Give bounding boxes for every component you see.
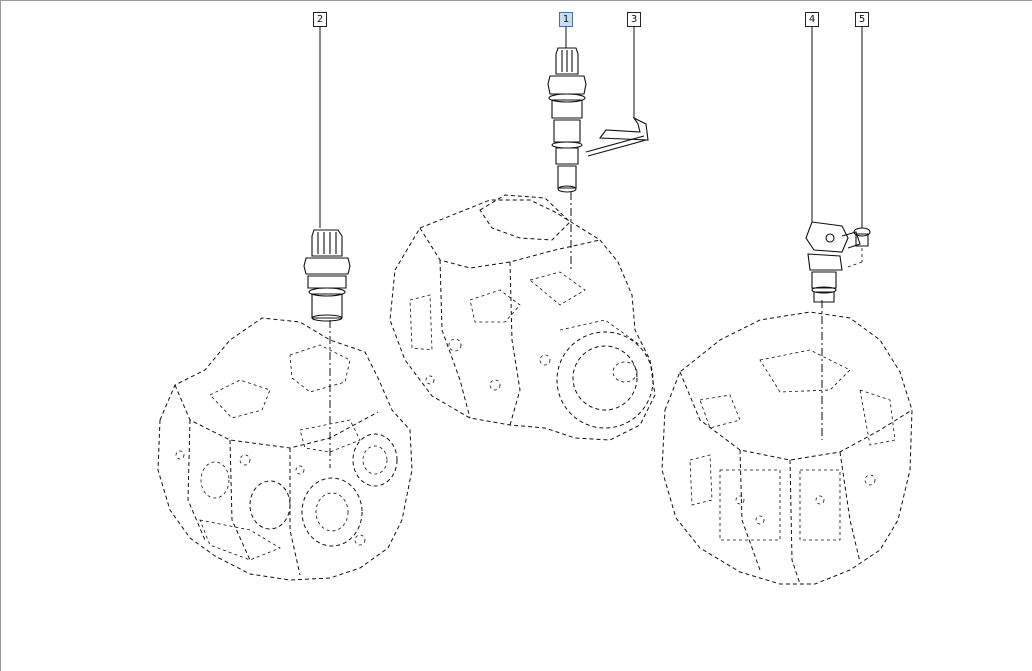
sensor-4 (805, 221, 861, 303)
sensor-1 (547, 47, 587, 193)
right-gearbox (661, 300, 913, 585)
left-gearbox (157, 317, 413, 581)
clip-3 (585, 116, 649, 157)
callout-4[interactable]: 4 (805, 12, 819, 27)
center-gearbox (389, 192, 656, 441)
callout-5[interactable]: 5 (855, 12, 869, 27)
bolt-5 (844, 227, 871, 269)
callout-3[interactable]: 3 (627, 12, 641, 27)
sensor-2 (303, 229, 351, 322)
callout-leaders (319, 27, 863, 228)
callout-1[interactable]: 1 (559, 12, 573, 27)
callout-2[interactable]: 2 (313, 12, 327, 27)
